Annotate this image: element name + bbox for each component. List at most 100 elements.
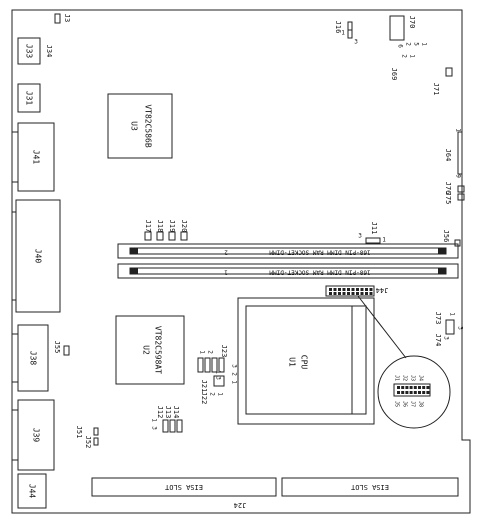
j33-connector <box>17 37 41 65</box>
mag-pin-1-2 <box>405 391 409 394</box>
j44-pin-1-1 <box>333 292 337 295</box>
j44-pin-0-1 <box>333 288 337 291</box>
mag-label-5: J3 <box>410 375 416 381</box>
dimm-slot-2-latch-right <box>438 248 446 254</box>
j11-pin3: 3 <box>358 233 362 240</box>
j44-pin-0-6 <box>356 288 359 291</box>
j40-label: J40 <box>34 249 43 264</box>
j21-jumper-c <box>211 357 218 373</box>
j21-jumper-b <box>204 357 211 373</box>
j74-label: J74 <box>434 334 442 347</box>
j33-label: J33 <box>25 44 34 59</box>
j73-jumper <box>445 319 455 335</box>
mag-label-6: J8 <box>418 401 424 407</box>
j44-top-header <box>325 285 375 297</box>
u1-lever <box>351 305 367 415</box>
dimm-slot-1 <box>117 263 459 279</box>
j44-pin-0-2 <box>338 288 341 291</box>
j13-label: J13 <box>164 406 172 419</box>
mag-pin-0-7 <box>426 386 430 389</box>
j39-shell <box>11 409 19 461</box>
j44-pin-1-4 <box>347 292 350 295</box>
j12-pin1: 1 <box>151 418 158 422</box>
j76-jumper <box>457 185 465 193</box>
j22-label: J22 <box>200 392 208 405</box>
j24-label: J24 <box>234 501 247 509</box>
j19-label: J19 <box>168 220 176 233</box>
dimm-slot-2-label: 168-PIN DIMM RAM SOCKET-DIMM <box>269 249 371 256</box>
u1-part: CPU <box>300 355 309 370</box>
j52-jumper <box>93 437 99 446</box>
j16-top-label: J16 <box>334 21 342 34</box>
j55-label: J55 <box>53 341 61 354</box>
dimm-slot-2 <box>117 243 459 259</box>
eisa-slot-right-label: EISA SLOT <box>350 483 389 491</box>
mag-pin-0-6 <box>422 386 426 389</box>
j17-jumper <box>144 231 152 241</box>
j40-shell <box>11 211 17 301</box>
mag-pin-0-4 <box>413 386 417 389</box>
j73-pin1: 1 <box>449 312 456 316</box>
j44-top-label: J44 <box>376 286 389 294</box>
j44-pin-0-9 <box>369 288 373 291</box>
j71-jumper <box>445 67 453 77</box>
j39-label: J39 <box>32 428 41 443</box>
j22-jumper <box>213 375 225 387</box>
j20-jumper <box>180 231 188 241</box>
j71-label: J71 <box>432 83 440 96</box>
j73-pin3: 3 <box>457 326 464 330</box>
j16-pin-b <box>347 29 353 39</box>
j75-label: J75 <box>444 192 452 205</box>
mag-label-3: J1 <box>394 375 400 381</box>
j44-pin-0-5 <box>351 288 355 291</box>
j44-pin-0-4 <box>347 288 350 291</box>
j70-label: J70 <box>408 16 416 29</box>
j44-pin-0-3 <box>342 288 346 291</box>
j21-jumper-d <box>218 357 225 373</box>
j21-label: J21 <box>200 380 208 393</box>
dimm-slot-1-label: 168-PIN DIMM RAM SOCKET-DIMM <box>269 269 371 276</box>
mag-label-0: J5 <box>394 401 400 407</box>
mag-pin-1-6 <box>422 391 426 394</box>
mag-pin-1-3 <box>409 391 413 394</box>
dimm-slot-1-num: 1 <box>224 269 228 276</box>
mag-label-2: J7 <box>410 401 416 407</box>
j44-pin-1-7 <box>360 292 364 295</box>
j44-pin-1-0 <box>329 292 332 295</box>
mag-pin-0-3 <box>409 386 413 389</box>
j44-pin-0-0 <box>329 288 332 291</box>
j44-pin-1-9 <box>369 292 373 295</box>
j70-pin5: 5 <box>413 42 420 46</box>
j16-top-pin1: 1 <box>341 30 345 37</box>
magnifier-header <box>393 383 431 397</box>
j12-jumper <box>162 419 169 433</box>
eisa-slot-left <box>91 477 277 497</box>
j31-connector <box>17 83 41 113</box>
u2-ref: U2 <box>142 345 151 355</box>
j76-label: J76 <box>444 182 452 195</box>
j11-pin1: 1 <box>382 237 386 244</box>
j69-pin1: 1 <box>409 54 416 58</box>
j21-pin1: 1 <box>199 350 206 354</box>
j12-label: J12 <box>156 406 164 419</box>
j56-label: J56 <box>442 230 450 243</box>
magnifier-circle <box>377 355 451 429</box>
j34-label: J34 <box>45 45 53 58</box>
j44-bottom-label: J44 <box>28 484 37 499</box>
j23-label: J23 <box>220 345 228 358</box>
eisa-slot-right <box>281 477 459 497</box>
j70-pin2: 2 <box>405 42 412 46</box>
j14-label: J14 <box>172 406 180 419</box>
j38-shell <box>11 333 19 383</box>
j20-label: J20 <box>180 220 188 233</box>
j51-jumper <box>93 427 99 436</box>
mag-label-1: J6 <box>402 401 408 407</box>
j18-jumper <box>156 231 164 241</box>
j3-jumper <box>54 13 61 24</box>
j11-jumper <box>365 237 381 244</box>
dimm-slot-1-latch-left <box>130 268 138 274</box>
j41-label: J41 <box>32 150 41 165</box>
j72-pin3: 3 <box>443 336 450 340</box>
j16-mid-pin3: 3 <box>231 364 238 368</box>
